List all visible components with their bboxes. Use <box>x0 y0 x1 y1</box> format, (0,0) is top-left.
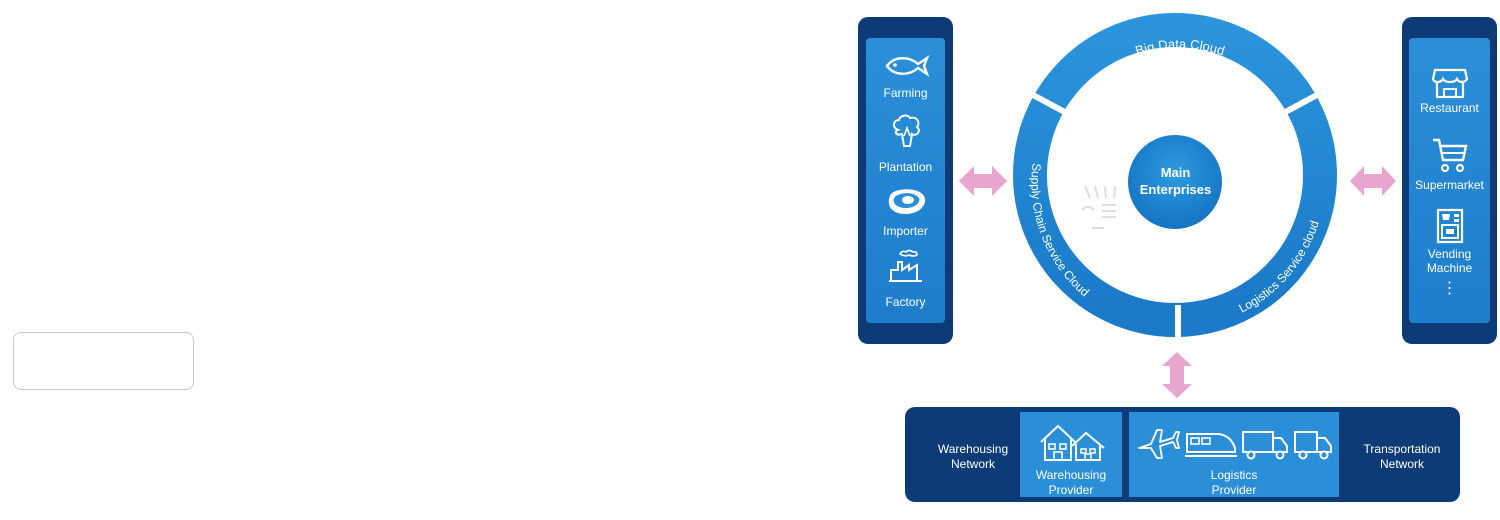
cloud-ring-diagram: Big Data Cloud Supply Chain Service Clou… <box>1013 13 1337 345</box>
supplier-label-factory: Factory <box>885 295 926 309</box>
channel-label-vending: Vending Machine <box>1409 247 1490 275</box>
warehousing-provider-box: Warehousing Provider <box>1020 412 1122 497</box>
double-arrow-down <box>1162 352 1192 398</box>
transport-icons <box>1138 429 1332 460</box>
transportation-network-label: Transportation Network <box>1351 442 1453 472</box>
small-truck-icon <box>1294 431 1332 460</box>
supplier-label-importer: Importer <box>883 224 928 238</box>
channel-panel-inner: Restaurant Supermarket Vending Machine ⋮ <box>1409 38 1490 323</box>
channel-panel: Restaurant Supermarket Vending Machine ⋮ <box>1402 17 1497 344</box>
truck-icon <box>1242 431 1288 460</box>
logistics-provider-label: Logistics Provider <box>1129 468 1339 498</box>
faint-store-icon <box>1081 185 1116 229</box>
warehousing-network-line1: Warehousing <box>937 442 1009 456</box>
logistics-provider-box: Logistics Provider <box>1129 412 1339 497</box>
double-arrow-right <box>1350 166 1396 196</box>
ring-separator <box>1031 92 1076 120</box>
warehousing-network-line2: Network <box>950 457 995 471</box>
center-title-line1: Main <box>1160 165 1191 180</box>
supplier-label-farming: Farming <box>883 86 928 100</box>
supplier-panel: Farming Plantation Importer Factory <box>858 17 953 344</box>
warehousing-provider-line1: Warehousing <box>1035 468 1107 482</box>
meat-icon <box>888 189 926 214</box>
storefront-icon <box>1431 68 1469 99</box>
center-circle <box>1128 135 1222 229</box>
warehousing-provider-line2: Provider <box>1048 483 1094 497</box>
factory-icon <box>889 249 922 282</box>
channel-label-vending-line2: Machine <box>1426 261 1473 275</box>
warehousing-provider-label: Warehousing Provider <box>1020 468 1122 498</box>
supplier-label-plantation: Plantation <box>878 160 933 174</box>
channel-label-restaurant: Restaurant <box>1420 101 1479 115</box>
logistics-provider-line2: Provider <box>1211 483 1257 497</box>
vending-machine-icon <box>1436 208 1464 244</box>
empty-input-box <box>13 332 194 390</box>
train-icon <box>1185 433 1237 457</box>
shopping-cart-icon <box>1433 138 1468 173</box>
airplane-icon <box>1138 429 1180 459</box>
channel-label-vending-line1: Vending <box>1427 247 1472 261</box>
channel-more-ellipsis: ⋮ <box>1441 280 1458 297</box>
double-arrow-left <box>959 166 1007 196</box>
channel-label-supermarket: Supermarket <box>1415 178 1484 192</box>
center-title-line2: Enterprises <box>1139 182 1212 197</box>
broccoli-icon <box>893 114 920 147</box>
warehousing-network-label: Warehousing Network <box>929 442 1017 472</box>
logistics-provider-line1: Logistics <box>1210 468 1258 482</box>
transportation-network-line2: Network <box>1379 457 1424 471</box>
ring-separator <box>1274 92 1319 120</box>
fish-icon <box>885 54 930 78</box>
network-bar: Warehousing Network Warehousing Provider <box>905 407 1460 502</box>
center-title: Main Enterprises <box>1128 164 1223 198</box>
warehouse-houses-icon <box>1040 424 1105 461</box>
supplier-panel-inner: Farming Plantation Importer Factory <box>866 38 945 323</box>
transportation-network-line1: Transportation <box>1363 442 1441 456</box>
